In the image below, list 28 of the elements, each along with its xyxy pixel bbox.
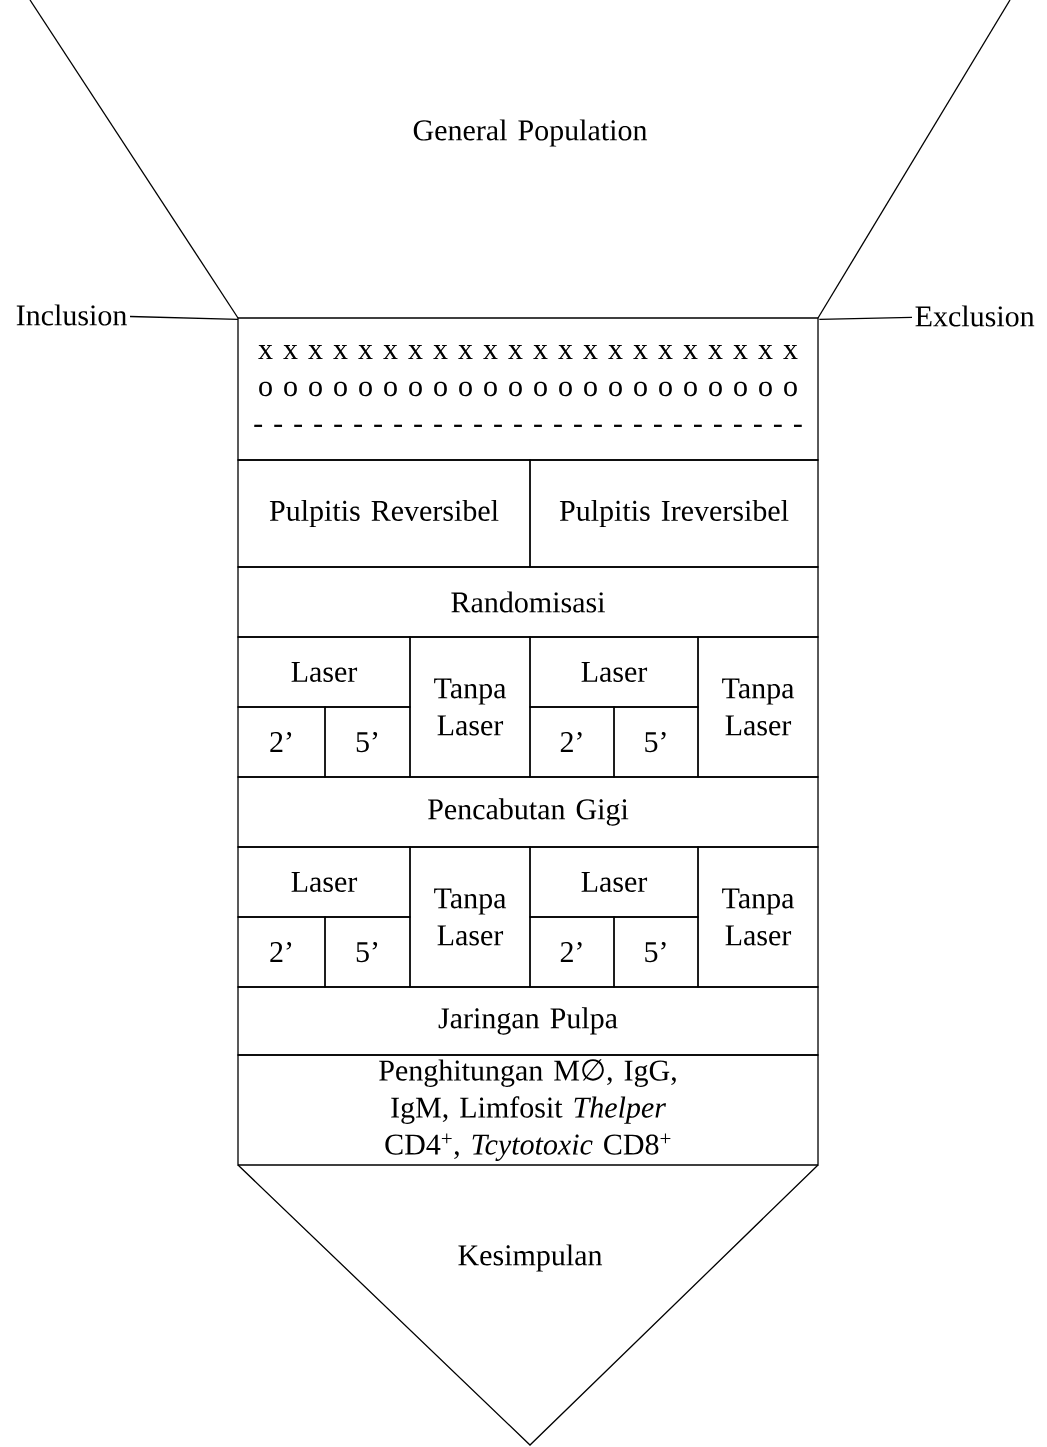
leader-line xyxy=(818,316,913,320)
table-cell: 2’ xyxy=(237,706,326,778)
table-cell: Laser xyxy=(529,636,699,708)
sample-box: x x x x x x x x x x x x x x x x x x x x x x o o o o o o o o o o o o o o o o o o o o o o - - - - - - - - - - - - - - - - - - - - - - - - - - - - xyxy=(237,317,819,461)
table-cell: Tanpa Laser xyxy=(697,846,819,988)
table-cell: 2’ xyxy=(529,706,615,778)
leader-line xyxy=(129,315,239,320)
table-cell: Laser xyxy=(237,636,411,708)
step-box: Jaringan Pulpa xyxy=(237,986,819,1056)
table-cell: Laser xyxy=(237,846,411,918)
table-cell: 5’ xyxy=(324,706,411,778)
table-cell: 5’ xyxy=(613,706,699,778)
table-cell: 2’ xyxy=(237,916,326,988)
table-cell: Tanpa Laser xyxy=(409,636,531,778)
table-cell: 2’ xyxy=(529,916,615,988)
step-box: Pencabutan Gigi xyxy=(237,776,819,848)
table-cell: Tanpa Laser xyxy=(697,636,819,778)
table-cell: Laser xyxy=(529,846,699,918)
step-box: Penghitungan M∅, IgG, IgM, Limfosit Thelper CD4$^{+}$, Tcytotoxic CD8$^{+}$ xyxy=(237,1054,819,1166)
step-box: Randomisasi xyxy=(237,566,819,638)
table-cell: 5’ xyxy=(613,916,699,988)
population-label: General Population xyxy=(413,119,648,147)
criterion-label: Inclusion xyxy=(16,304,127,326)
criterion-label: Exclusion xyxy=(915,305,1035,327)
category-box: Pulpitis Ireversibel xyxy=(529,459,819,568)
table-cell: Tanpa Laser xyxy=(409,846,531,988)
table-cell: 5’ xyxy=(324,916,411,988)
category-box: Pulpitis Reversibel xyxy=(237,459,531,568)
